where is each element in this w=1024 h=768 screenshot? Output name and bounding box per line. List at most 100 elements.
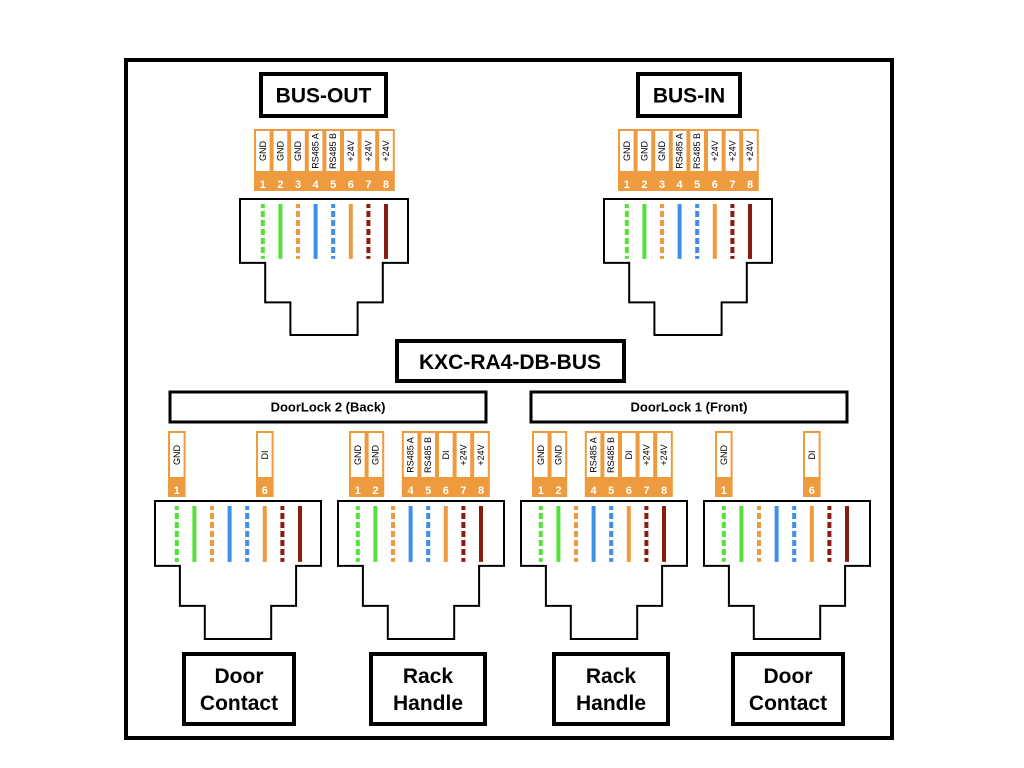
pin-label-cell <box>655 131 669 171</box>
pin-label-cell <box>170 433 184 477</box>
lower-port-3-jack <box>520 500 688 640</box>
pin-number: 6 <box>809 485 815 497</box>
lower-port-1-jack <box>154 500 322 640</box>
lower-port-4-label-frame <box>731 652 845 726</box>
pin-label-cell <box>620 131 634 171</box>
bus-port-bus-in-label-text: BUS-IN <box>653 85 725 108</box>
pin-number: 4 <box>408 485 415 497</box>
pin-label-cell <box>672 131 687 171</box>
pin-name: DI <box>624 451 634 460</box>
pin-label-cell <box>326 131 340 171</box>
bus-port-bus-out-jack <box>239 198 409 336</box>
pin-name: DI <box>441 451 451 460</box>
bus-port-bus-out-label: BUS-OUT <box>259 72 388 118</box>
bus-port-bus-out-label-frame <box>259 72 388 118</box>
pin-number: 8 <box>747 179 753 191</box>
pin-label-cell <box>690 131 704 171</box>
pin-number: 8 <box>478 485 484 497</box>
lower-port-1-label-text: Door <box>215 665 264 688</box>
pin-name: +24V <box>458 444 468 465</box>
pin-label-cell <box>708 131 722 171</box>
lower-port-2-label-frame <box>369 652 487 726</box>
lower-port-4-pins-1: GND 1 <box>715 431 733 497</box>
lower-port-4-jack <box>703 500 871 640</box>
pin-number: 6 <box>626 485 632 497</box>
pin-name: DI <box>260 451 270 460</box>
pin-label-cell <box>637 131 652 171</box>
pin-name: RS485 B <box>328 133 338 169</box>
pin-number: 1 <box>355 485 361 497</box>
pin-number: 6 <box>712 179 718 191</box>
pin-number: 2 <box>641 179 647 191</box>
pin-number: 4 <box>677 179 684 191</box>
pin-name: +24V <box>727 140 737 161</box>
pin-number: 6 <box>443 485 449 497</box>
door-group-2-text: DoorLock 1 (Front) <box>631 400 748 415</box>
pin-name: +24V <box>659 444 669 465</box>
bus-port-bus-in-jack <box>603 198 773 336</box>
pin-label-cell <box>743 131 757 171</box>
pin-label-cell <box>717 433 731 477</box>
pin-label-cell <box>805 433 819 477</box>
pin-name: GND <box>258 141 268 162</box>
pin-name: +24V <box>641 444 651 465</box>
pin-label-cell <box>361 131 376 171</box>
pin-number: 1 <box>538 485 544 497</box>
pin-number: 4 <box>591 485 598 497</box>
pin-number: 2 <box>555 485 561 497</box>
pin-number: 8 <box>383 179 389 191</box>
pin-label-cell <box>308 131 323 171</box>
pin-number: 1 <box>721 485 727 497</box>
pin-label-cell <box>534 433 548 477</box>
pin-label-cell <box>456 433 471 477</box>
lower-port-4-label-text: Door <box>764 665 813 688</box>
pin-name: GND <box>172 445 182 466</box>
pin-label-cell <box>403 433 418 477</box>
pin-label-cell <box>551 433 566 477</box>
title-box <box>395 339 626 383</box>
pin-name: GND <box>370 445 380 466</box>
pin-name: GND <box>293 141 303 162</box>
door-group-2: DoorLock 1 (Front) <box>529 390 849 424</box>
lower-port-3-label-frame <box>552 652 670 726</box>
pin-number: 1 <box>624 179 630 191</box>
lower-port-2-label-text: Handle <box>393 692 463 715</box>
pin-name: GND <box>719 445 729 466</box>
door-group-1: DoorLock 2 (Back) <box>168 390 488 424</box>
lower-port-2-jack <box>337 500 505 640</box>
pin-label-cell <box>639 433 654 477</box>
pin-label-cell <box>586 433 601 477</box>
pin-name: GND <box>353 445 363 466</box>
pin-name: +24V <box>710 140 720 161</box>
pin-label-cell <box>657 433 671 477</box>
lower-port-4-label-text: Contact <box>749 692 827 715</box>
pin-number: 7 <box>460 485 466 497</box>
lower-port-3-label-text: Rack <box>586 665 637 688</box>
pin-number: 7 <box>643 485 649 497</box>
lower-port-1-pins-1: GND 1 <box>168 431 186 497</box>
pin-name: +24V <box>381 140 391 161</box>
door-group-2-frame <box>529 390 849 424</box>
pin-number: 5 <box>694 179 700 191</box>
pin-label-cell <box>368 433 383 477</box>
pin-label-cell <box>725 131 740 171</box>
pin-label-cell <box>622 433 636 477</box>
pin-number: 3 <box>295 179 301 191</box>
pin-name: RS485 B <box>606 437 616 473</box>
pin-number: 7 <box>729 179 735 191</box>
pin-number: 1 <box>174 485 180 497</box>
pin-name: GND <box>622 141 632 162</box>
lower-port-4-pins-2: DI6 <box>803 431 821 497</box>
lower-port-2-label-text: Rack <box>403 665 454 688</box>
pin-name: RS485 A <box>311 133 321 169</box>
